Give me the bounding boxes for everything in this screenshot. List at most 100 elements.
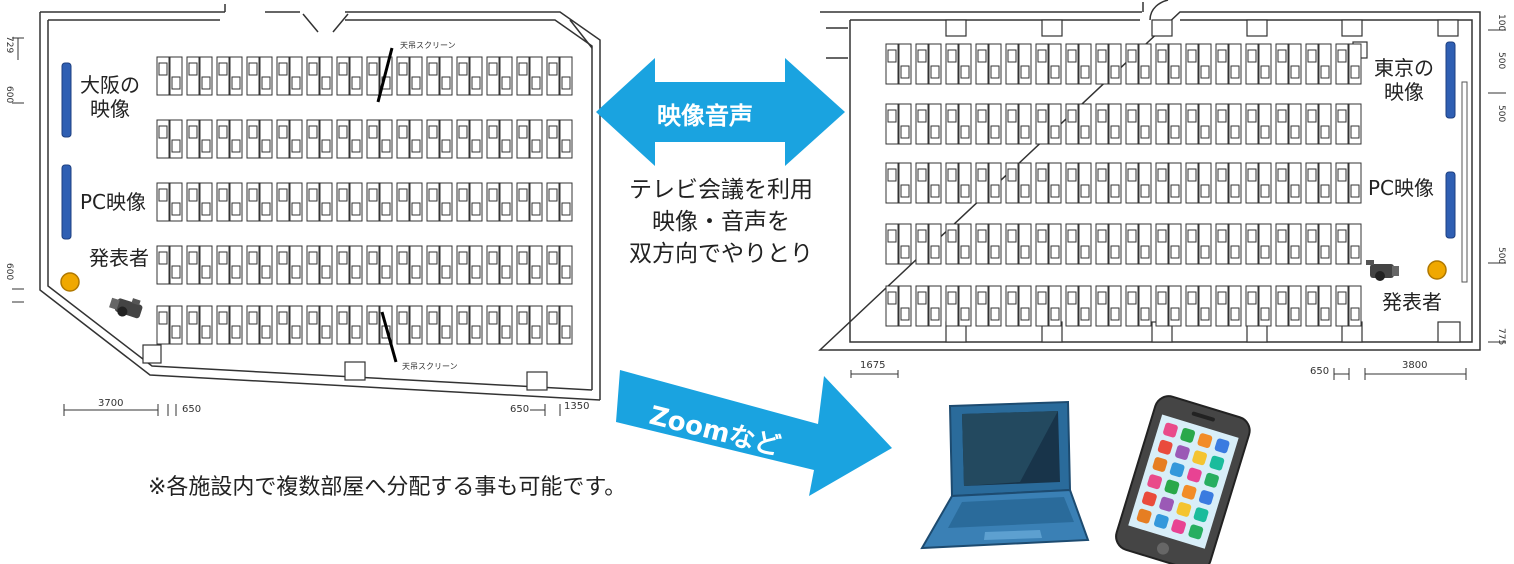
desk [338,188,348,202]
desk [1097,291,1107,305]
right-presenter-dot [1427,260,1447,280]
desk [1007,109,1017,123]
desk [1020,245,1030,259]
desk [1247,109,1257,123]
desk [1157,49,1167,63]
desk [278,251,288,265]
desk [248,311,258,325]
desk [441,265,451,279]
desk [1290,184,1300,198]
desk [1067,291,1077,305]
desk [947,168,957,182]
desk [1217,291,1227,305]
desk [1140,125,1150,139]
desk [1097,109,1107,123]
left-ceiling-screen-top [376,47,394,103]
desk [278,125,288,139]
desk [351,325,361,339]
desk [1277,168,1287,182]
desk [321,139,331,153]
desk [1200,184,1210,198]
desk [171,76,181,90]
desk [441,202,451,216]
left-dim-600-a: 600 [4,86,14,104]
desk [248,188,258,202]
desk [501,265,511,279]
app-tile [1142,491,1157,507]
desk [1037,49,1047,63]
desk [458,125,468,139]
app-tile [1153,514,1169,529]
desk [381,202,391,216]
app-tile [1163,422,1178,438]
desk [930,307,940,321]
left-dim-1350: 1350 [564,401,590,412]
desk [1170,307,1180,321]
desk [428,311,438,325]
desk [188,125,198,139]
desk [171,265,181,279]
desk [1320,184,1330,198]
app-tile [1186,467,1202,483]
desk [531,325,541,339]
desk [1110,125,1120,139]
app-tile [1204,472,1219,488]
desk [900,307,910,321]
desk [1157,291,1167,305]
desk [428,188,438,202]
desk [1307,168,1317,182]
desk [231,139,241,153]
desk [1170,245,1180,259]
right-dim-3800: 3800 [1402,360,1428,371]
camera-icon [1366,260,1399,281]
desk [1247,291,1257,305]
right-display-top [1445,41,1456,119]
desk [1050,184,1060,198]
desk [930,184,940,198]
desk [1277,229,1287,243]
desk [531,202,541,216]
desk [308,188,318,202]
desk [1110,184,1120,198]
desk [201,139,211,153]
desk [1337,229,1347,243]
desk [1290,245,1300,259]
desk [990,184,1000,198]
desk [501,139,511,153]
desk [1187,109,1197,123]
desk [261,202,271,216]
desk [917,109,927,123]
left-dim-3700: 3700 [98,398,124,409]
desk [1200,65,1210,79]
desk [1050,307,1060,321]
desk [218,125,228,139]
desk [338,311,348,325]
left-display-bottom-label: PC映像 [80,190,147,214]
desk [231,325,241,339]
right-dim-500-b: 500 [1496,105,1506,123]
desk [518,188,528,202]
desk [411,265,421,279]
left-room-desks [156,56,573,345]
left-dim-729: 729 [4,36,14,54]
app-tile [1193,507,1209,523]
left-display-top [61,62,72,138]
desk [1320,307,1330,321]
desk [900,184,910,198]
desk [321,265,331,279]
right-dim-500-c: 500 [1496,247,1506,265]
desk [248,62,258,76]
desk [261,139,271,153]
desk [548,62,558,76]
desk [561,139,571,153]
desk [548,125,558,139]
desk [1007,168,1017,182]
app-tile [1197,433,1213,448]
desk [900,125,910,139]
desk [1290,65,1300,79]
desk [291,76,301,90]
desk [278,62,288,76]
desk [518,251,528,265]
desk [398,125,408,139]
